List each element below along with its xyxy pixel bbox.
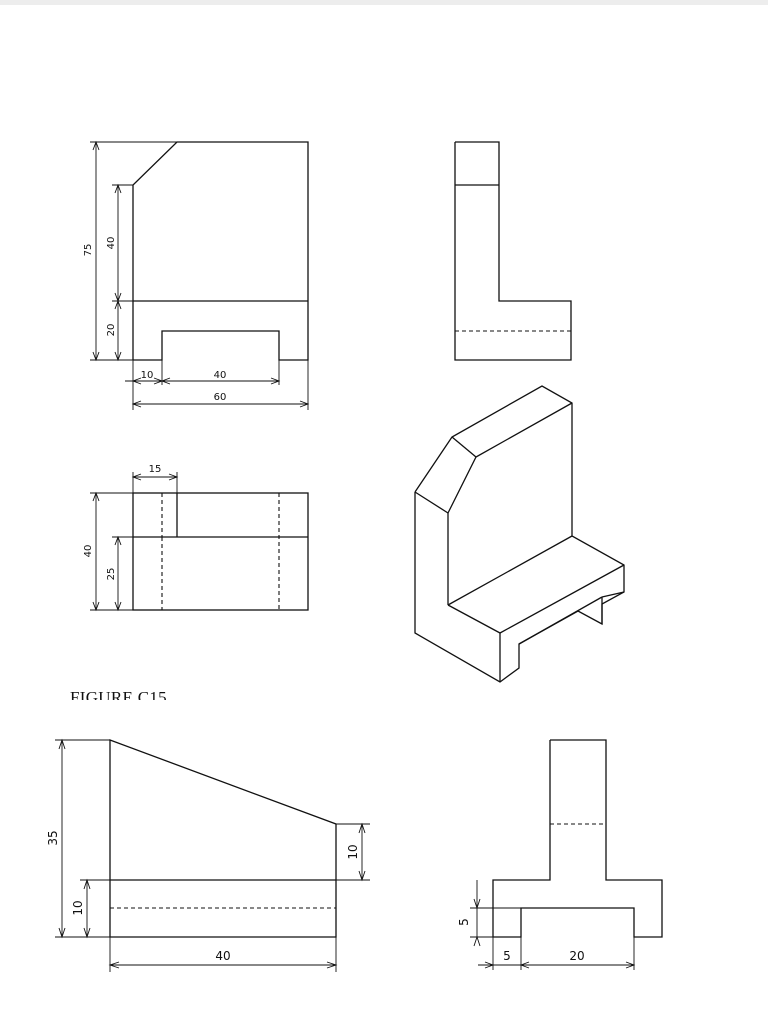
figure-caption: FIGURE C15 <box>70 689 200 700</box>
side-view-2 <box>492 739 663 938</box>
dim-15: 15 <box>149 464 162 475</box>
dim-40-upper: 40 <box>106 237 117 250</box>
dim-75: 75 <box>83 244 94 257</box>
front-view-1 <box>132 141 309 361</box>
dim-35: 35 <box>46 830 60 845</box>
dim-20: 20 <box>569 949 584 963</box>
dim-40-slot: 40 <box>214 370 227 381</box>
top-view-1-dimensions: 15 40 25 <box>83 464 179 612</box>
dim-60-width: 60 <box>214 392 227 403</box>
dim-10-base: 10 <box>71 900 85 915</box>
dim-20-base: 20 <box>106 324 117 337</box>
top-strip <box>0 0 768 5</box>
dim-40-depth: 40 <box>83 545 94 558</box>
side-view-1 <box>454 141 572 361</box>
side-view-2-dimensions: 5 5 20 <box>457 880 636 970</box>
top-view-1 <box>132 492 309 611</box>
dim-40-width: 40 <box>215 949 230 963</box>
dim-5-vertical: 5 <box>457 918 471 926</box>
dim-10-leg: 10 <box>141 370 154 381</box>
dim-25: 25 <box>106 568 117 581</box>
front-view-1-dimensions: 75 40 20 10 40 60 <box>83 140 310 410</box>
dim-10-right: 10 <box>346 844 360 859</box>
front-view-2-dimensions: 35 10 10 40 <box>46 738 370 972</box>
figure-caption-text: FIGURE C15 <box>70 689 167 700</box>
isometric-view <box>414 385 625 683</box>
dim-5-horizontal: 5 <box>503 949 511 963</box>
front-view-2 <box>109 739 337 938</box>
